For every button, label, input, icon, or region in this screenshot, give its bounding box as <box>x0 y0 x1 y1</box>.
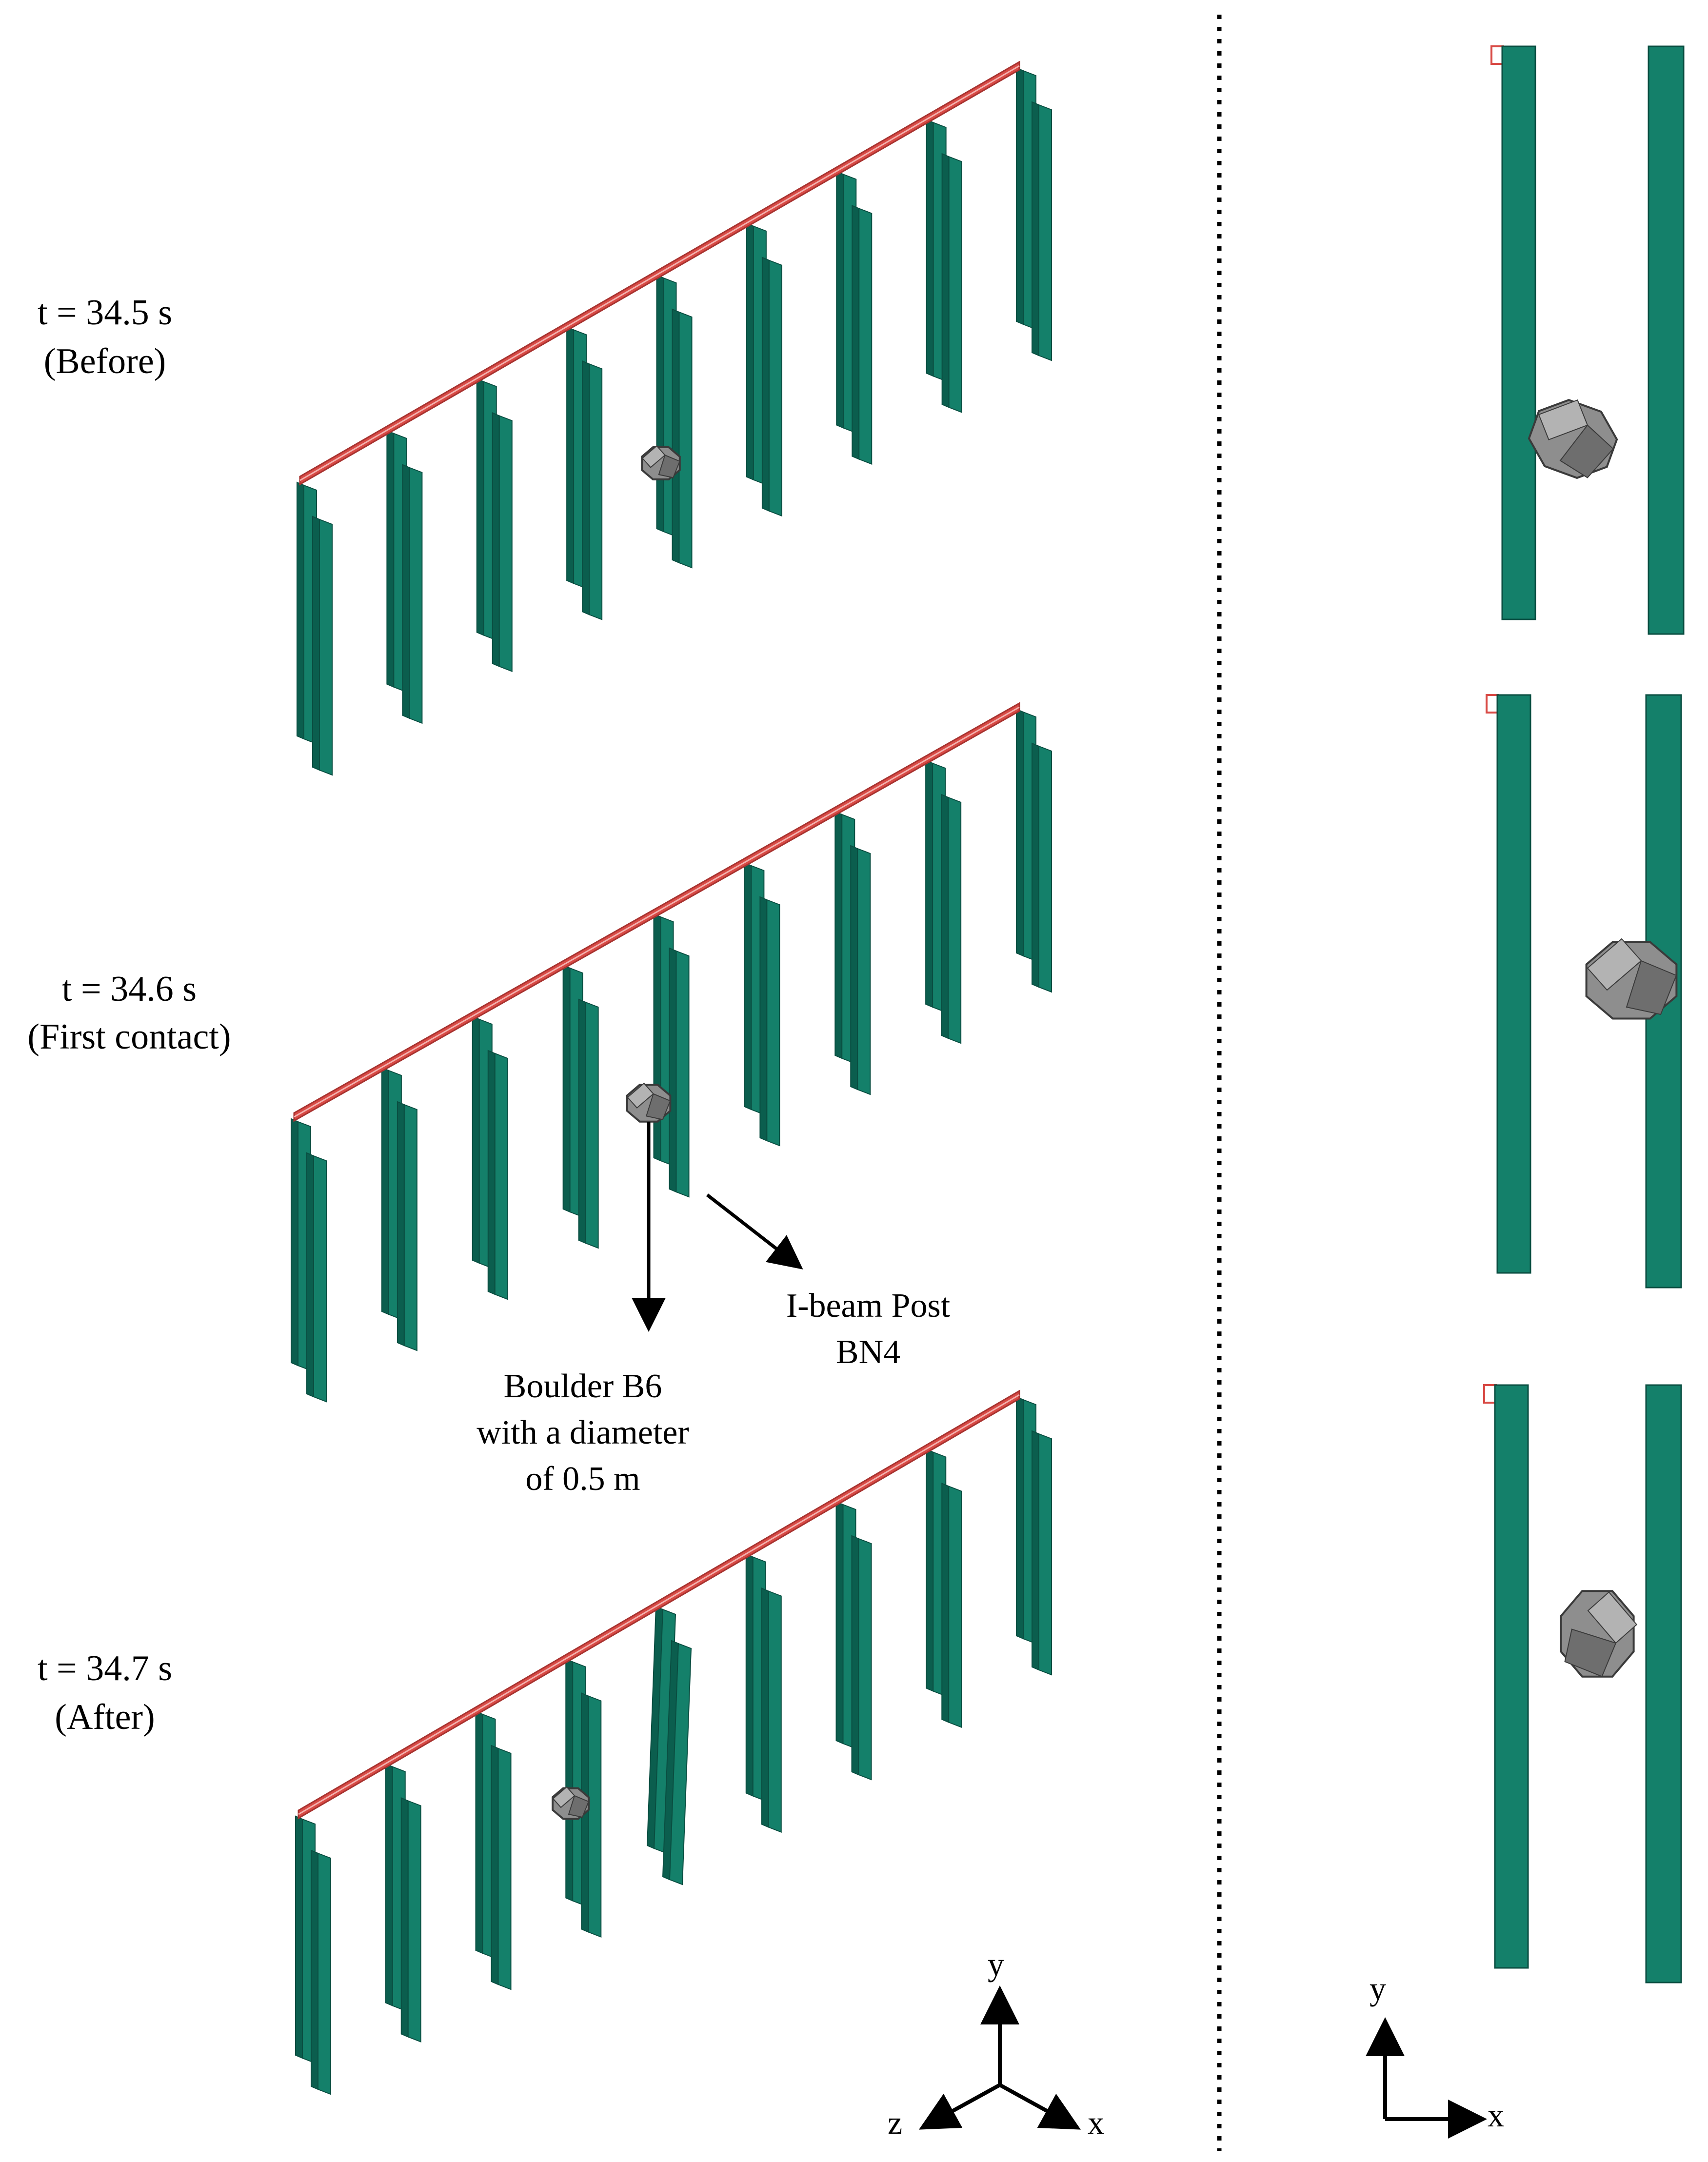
i-beam-post-icon <box>746 222 782 517</box>
i-beam-post-icon <box>291 1118 327 1403</box>
boulder-icon <box>1528 398 1618 479</box>
post-annotation-line1: I-beam Post <box>786 1287 951 1325</box>
i-beam-post-icon <box>926 119 962 413</box>
x-axis-arrow <box>999 2083 1081 2130</box>
boulder-icon <box>641 445 681 480</box>
i-beam-post-icon <box>1648 45 1685 635</box>
i-beam-post-icon <box>1016 67 1052 361</box>
top-rail-icon <box>293 702 1020 1122</box>
i-beam-post-icon <box>926 1448 962 1728</box>
rail-section-marker <box>1490 45 1504 65</box>
top-rail-icon <box>298 1389 1020 1820</box>
i-beam-post-icon <box>836 170 873 465</box>
boulder-icon <box>552 1786 590 1820</box>
post-pointer-arrow <box>706 1193 803 1269</box>
front-view-3 <box>1483 1384 1682 1983</box>
i-beam-post-icon <box>475 1710 512 1990</box>
isometric-view-2 <box>291 702 1052 1403</box>
i-beam-post-icon <box>646 1606 692 1885</box>
panel-3-time-label: t = 34.7 s <box>38 1648 172 1688</box>
time-labels: t = 34.5 s (Before) t = 34.6 s (First co… <box>27 293 231 1737</box>
z-axis-label: z <box>888 2104 902 2141</box>
boulder-icon <box>1585 938 1678 1020</box>
i-beam-post-icon <box>472 1015 508 1300</box>
i-beam-post-icon <box>745 1553 782 1833</box>
i-beam-post-icon <box>925 759 962 1044</box>
isometric-view-1 <box>297 60 1052 776</box>
x-axis-label: x <box>1088 2104 1104 2141</box>
panel-2-state-label: (First contact) <box>27 1017 231 1057</box>
i-beam-post-icon <box>565 1658 602 1938</box>
i-beam-post-icon <box>653 913 690 1198</box>
boulder-icon <box>1560 1590 1638 1678</box>
front-view-2 <box>1486 694 1682 1289</box>
rail-section-marker <box>1483 1384 1497 1404</box>
top-rail-icon <box>299 60 1020 486</box>
panel-3-state-label: (After) <box>55 1697 155 1737</box>
i-beam-post-icon <box>297 481 333 776</box>
i-beam-post-icon <box>562 964 599 1249</box>
y-axis-label-2d: y <box>1370 1970 1386 2007</box>
front-view-1 <box>1490 45 1685 635</box>
isometric-view-3 <box>295 1389 1052 2095</box>
panel-1-time-label: t = 34.5 s <box>38 293 172 333</box>
post-annotation-line2: BN4 <box>836 1333 900 1371</box>
i-beam-post-icon <box>1494 1384 1529 1969</box>
i-beam-post-icon <box>476 377 513 672</box>
isometric-views <box>291 60 1052 2095</box>
i-beam-post-icon <box>566 326 603 620</box>
boulder-annotation-line2: with a diameter <box>477 1414 689 1451</box>
panel-2-time-label: t = 34.6 s <box>62 969 197 1009</box>
i-beam-post-icon <box>1645 1384 1682 1983</box>
i-beam-post-icon <box>1501 45 1536 620</box>
i-beam-post-icon <box>1016 1396 1052 1676</box>
y-axis-label: y <box>988 1945 1004 1983</box>
boulder-icon <box>626 1082 672 1123</box>
x-axis-label-2d: x <box>1488 2097 1504 2134</box>
i-beam-post-icon <box>1016 708 1052 993</box>
i-beam-post-icon <box>744 862 780 1147</box>
i-beam-post-icon <box>656 274 693 569</box>
panel-1-state-label: (Before) <box>44 341 166 381</box>
i-beam-post-icon <box>385 1763 421 2043</box>
i-beam-post-icon <box>381 1067 417 1351</box>
i-beam-post-icon <box>386 430 423 724</box>
boulder-annotation-line3: of 0.5 m <box>525 1460 640 1498</box>
i-beam-post-icon <box>295 1815 331 2095</box>
i-beam-post-icon <box>834 811 871 1095</box>
axis-triad-3d: y x z <box>888 1945 1104 2141</box>
annotations: I-beam Post BN4 Boulder B6 with a diamet… <box>477 1122 951 1498</box>
z-axis-arrow <box>918 2083 1001 2130</box>
boulder-annotation-line1: Boulder B6 <box>504 1368 662 1405</box>
rail-section-marker <box>1486 694 1499 714</box>
i-beam-post-icon <box>835 1501 872 1781</box>
axis-triad-2d: y x <box>1366 1970 1504 2139</box>
front-views <box>1483 45 1685 1983</box>
i-beam-post-icon <box>1496 694 1531 1274</box>
